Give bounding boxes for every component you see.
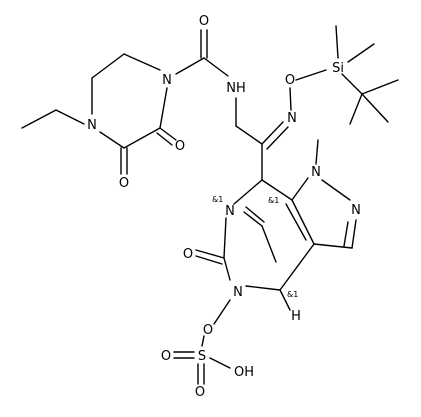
bond	[261, 225, 277, 263]
bond	[195, 255, 223, 265]
bond-layer	[21, 25, 399, 385]
atom-o-sulfate-left: O	[161, 349, 171, 364]
bond	[295, 69, 327, 81]
bond	[156, 132, 173, 146]
atom-s-sulfate: S	[198, 349, 206, 364]
bond	[341, 73, 363, 95]
atom-o-carbonyl-top: O	[199, 14, 209, 29]
bond	[315, 139, 319, 165]
atom-o-n-oxy: O	[203, 323, 213, 338]
atom-n-piperazine-1: N	[162, 73, 172, 88]
atom-n-piperazine-4: N	[87, 118, 97, 133]
bond	[99, 131, 125, 149]
atom-nh: NH	[226, 81, 246, 96]
atom-n-bridge: N	[225, 204, 235, 219]
atom-o-dioxo-upper: O	[175, 139, 185, 154]
bond	[343, 221, 349, 247]
bond	[159, 87, 168, 129]
bond	[235, 125, 263, 145]
bond	[261, 121, 284, 145]
bond	[285, 203, 307, 241]
atom-labels: O NH N N O O O Si N N N N O N H O S O O …	[87, 12, 361, 400]
bond	[223, 257, 231, 281]
atom-n-hydroxy: N	[233, 285, 243, 300]
bond	[243, 211, 263, 227]
bond	[233, 179, 263, 205]
atom-o-oxime: O	[285, 73, 295, 88]
atom-o-urea: O	[183, 247, 193, 262]
atom-si: Si	[332, 61, 344, 76]
bond	[245, 285, 281, 291]
bond	[347, 43, 375, 63]
bond	[201, 335, 205, 347]
atom-n-oxime: N	[287, 111, 297, 126]
bond	[313, 243, 353, 249]
bond	[361, 93, 389, 123]
atom-o-dioxo-lower: O	[119, 176, 129, 191]
bond	[261, 179, 293, 201]
bond	[55, 109, 85, 125]
bond	[21, 109, 57, 129]
bond	[266, 126, 289, 150]
atom-n-pyrazole-2: N	[351, 203, 361, 218]
atom-n-pyrazole-1: N	[311, 165, 321, 180]
bond	[279, 243, 315, 291]
bond	[321, 179, 351, 201]
atom-o-sulfate-bottom: O	[195, 385, 205, 400]
bond	[123, 127, 161, 149]
bond	[351, 219, 357, 249]
bond	[203, 57, 229, 77]
bond	[335, 25, 339, 59]
bond	[209, 357, 231, 369]
stereo-labels: &1 &1 &1	[212, 195, 298, 299]
bond	[245, 206, 265, 223]
bond	[213, 299, 231, 325]
bond	[279, 289, 291, 311]
bond	[291, 199, 315, 245]
bond	[291, 177, 309, 201]
bond	[175, 57, 205, 75]
atom-oh-sulfate: OH	[234, 365, 254, 380]
bond	[159, 127, 177, 141]
bond	[123, 53, 161, 71]
stereo-label: &1	[268, 196, 279, 205]
bond	[349, 93, 363, 125]
bond	[223, 217, 227, 259]
bond	[289, 87, 292, 111]
bond	[361, 79, 399, 95]
stereo-label: &1	[212, 195, 223, 204]
atom-h-bridgehead: H	[291, 309, 301, 324]
bond	[195, 249, 225, 259]
stereo-label: &1	[287, 290, 298, 299]
bond	[91, 53, 125, 79]
